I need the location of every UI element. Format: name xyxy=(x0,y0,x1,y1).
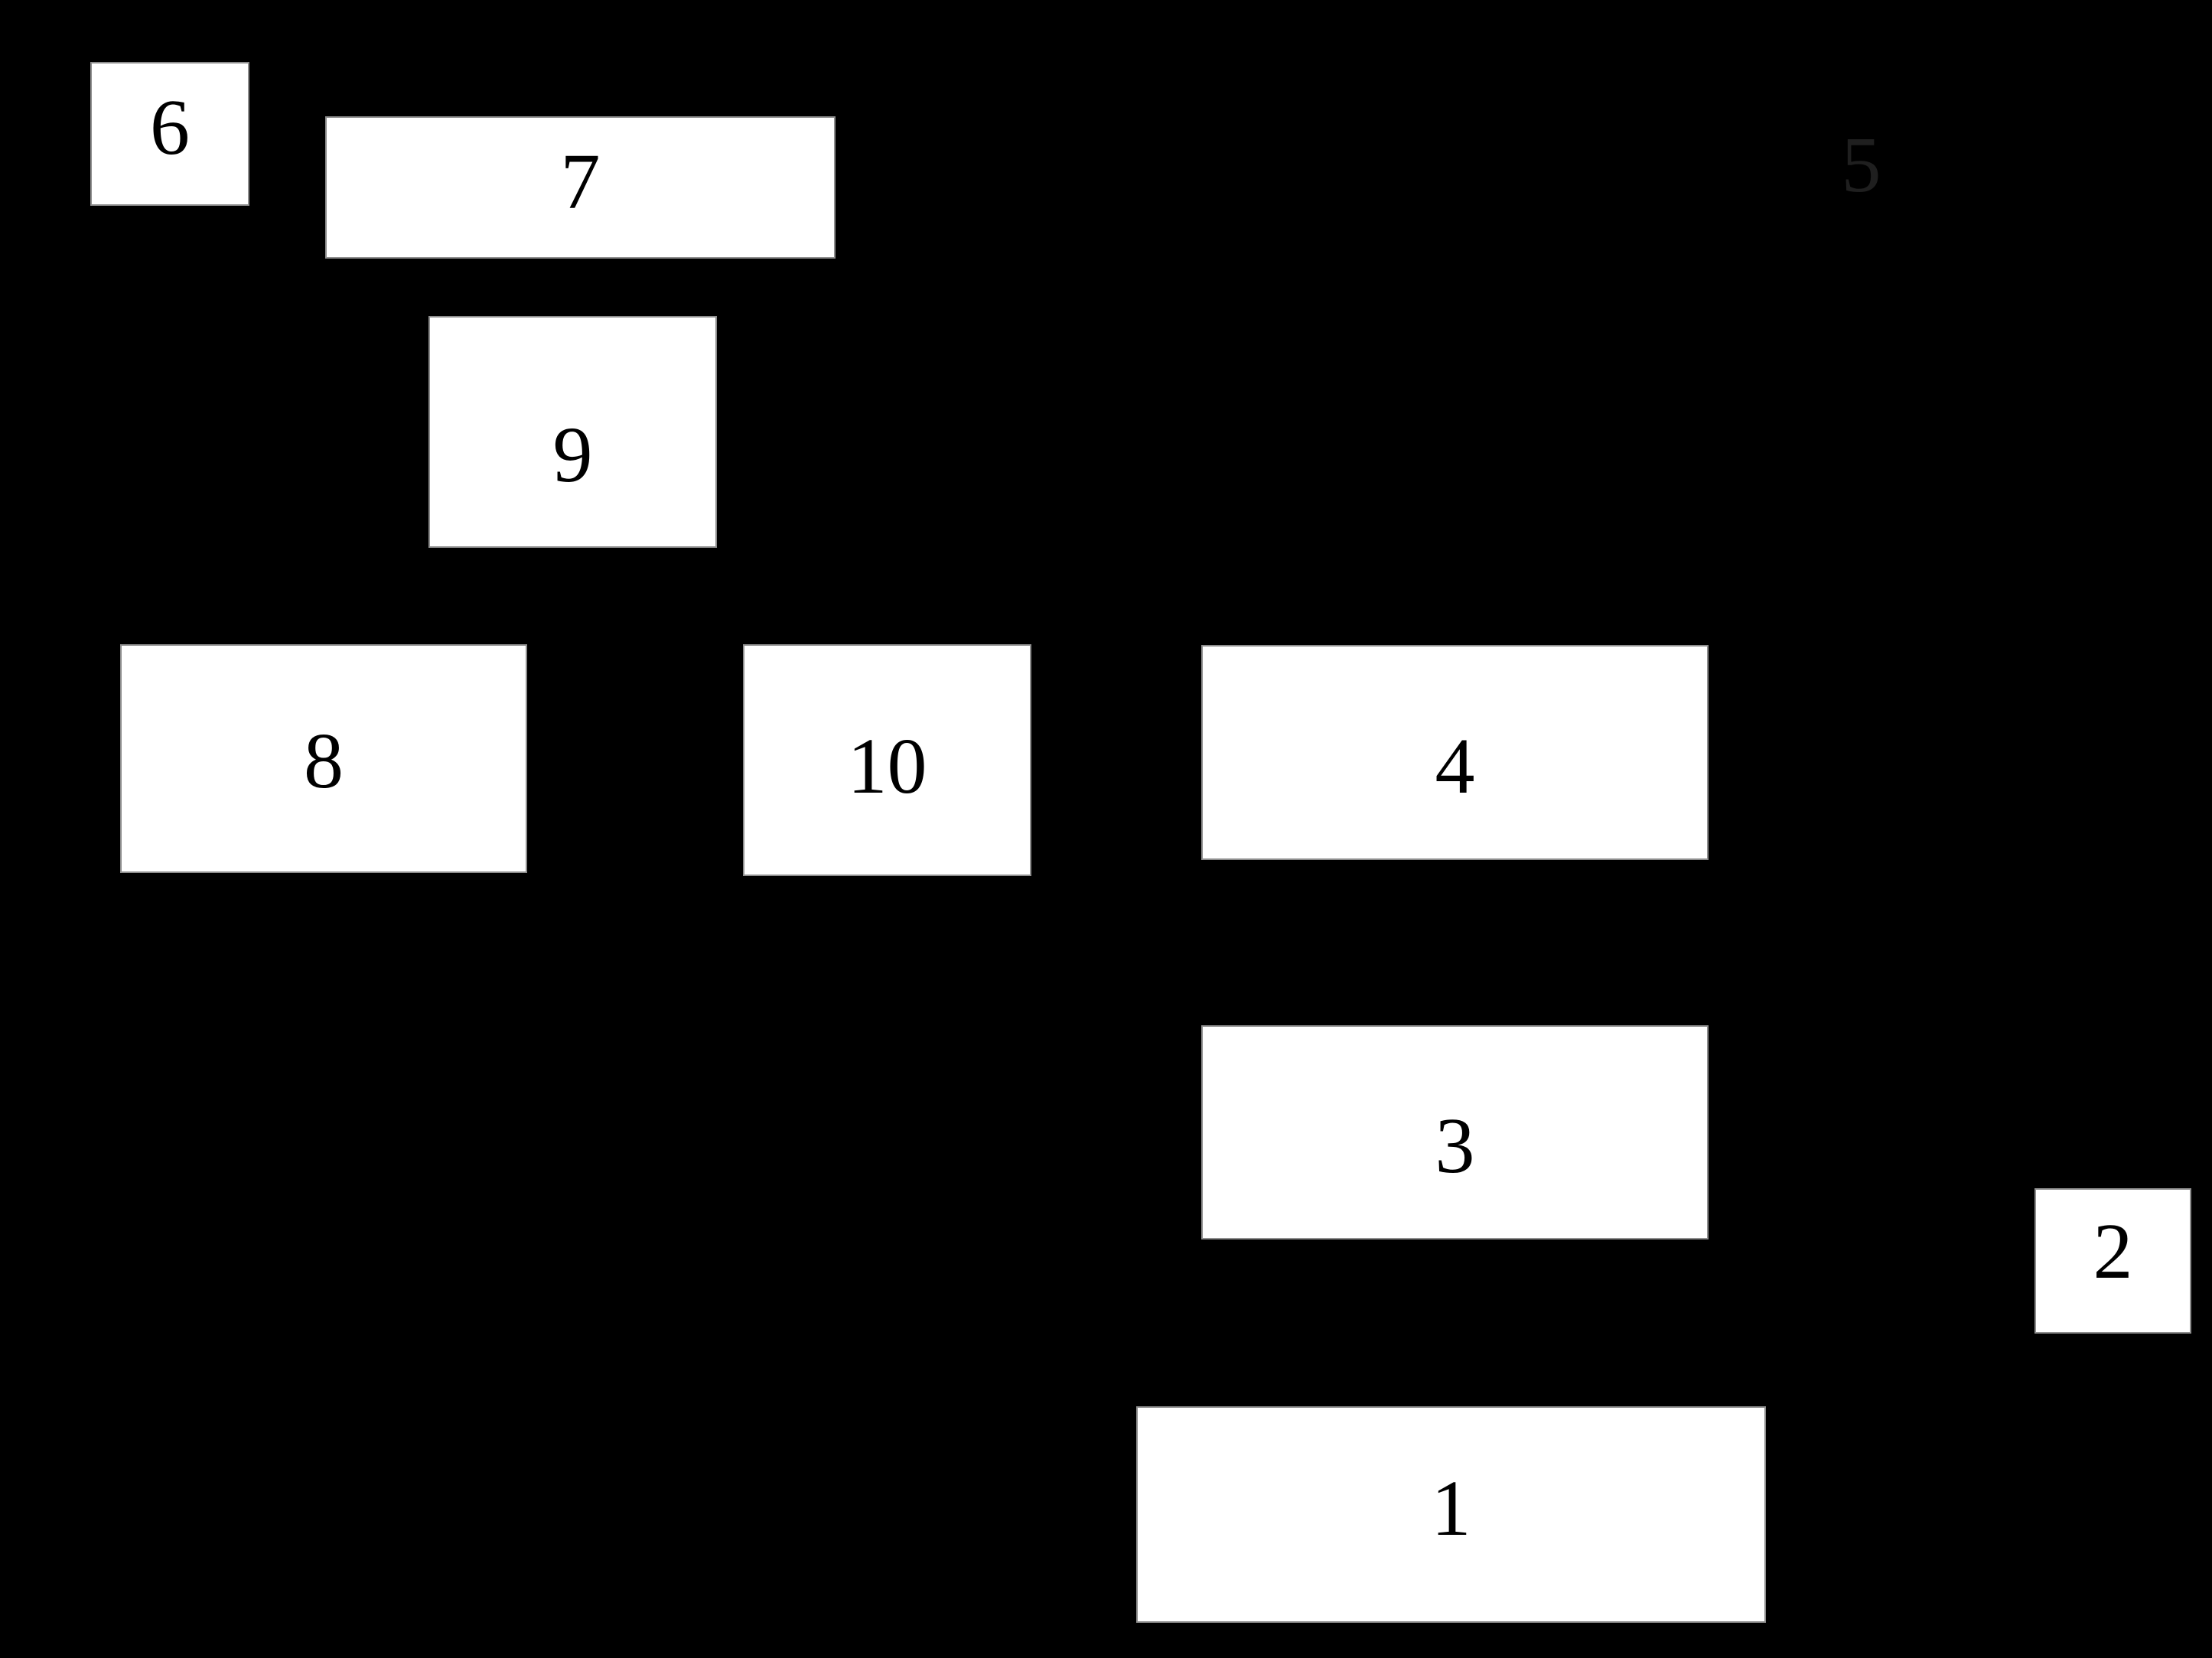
region-box-9: 9 xyxy=(428,316,717,548)
region-number-9: 9 xyxy=(552,410,593,499)
region-number-10: 10 xyxy=(847,722,927,810)
region-number-3: 3 xyxy=(1435,1102,1475,1190)
region-box-10: 10 xyxy=(743,644,1031,876)
region-label-5-ghost: 5 xyxy=(1825,121,1898,209)
region-box-7: 7 xyxy=(325,116,836,259)
region-box-2: 2 xyxy=(2034,1188,2191,1334)
region-box-4: 4 xyxy=(1201,645,1709,860)
region-number-2: 2 xyxy=(2093,1207,2133,1295)
region-box-8: 8 xyxy=(120,644,527,873)
region-box-6: 6 xyxy=(90,62,249,206)
region-number-4: 4 xyxy=(1435,722,1475,810)
region-number-5: 5 xyxy=(1841,120,1881,209)
region-number-7: 7 xyxy=(560,138,601,226)
region-number-8: 8 xyxy=(304,716,344,805)
region-box-3: 3 xyxy=(1201,1025,1709,1239)
region-number-1: 1 xyxy=(1431,1464,1471,1552)
region-number-6: 6 xyxy=(150,83,190,171)
region-box-1: 1 xyxy=(1136,1406,1766,1623)
